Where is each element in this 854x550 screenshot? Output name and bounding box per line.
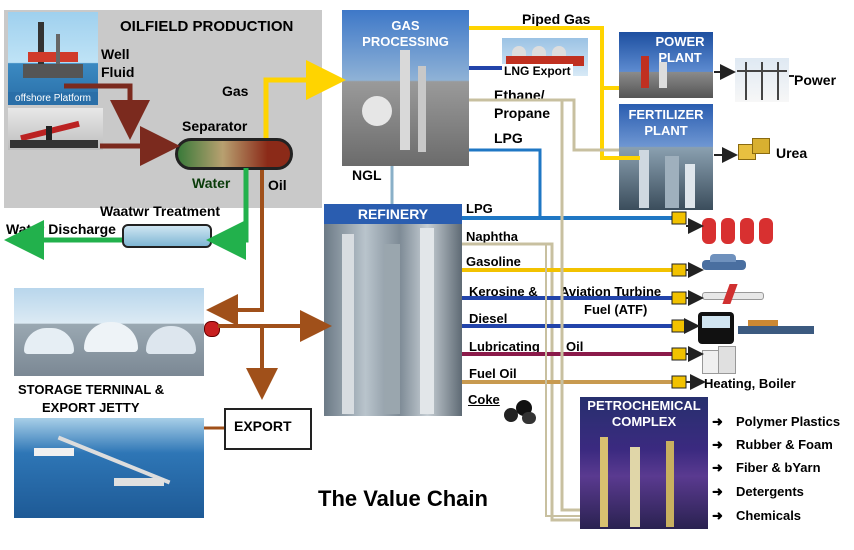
petro-output-arrow: ➜	[712, 460, 723, 475]
product-kerosine-label: Kerosine &	[469, 284, 538, 299]
ethane-label-1: Ethane/	[494, 87, 545, 103]
petro-output-arrow: ➜	[712, 484, 723, 499]
export-label: EXPORT	[234, 418, 292, 434]
power-plant-title-2: PLANT	[658, 50, 702, 65]
power-output-label: Power	[794, 72, 837, 88]
well-fluid-label-1: Well	[101, 46, 130, 62]
separator-vessel	[175, 138, 293, 170]
kerosine-end-box	[671, 291, 687, 305]
gas-processing-image	[342, 10, 469, 166]
gas-label: Gas	[222, 83, 249, 99]
petrochemical-title-1: PETROCHEMICAL	[587, 398, 701, 413]
product-coke-label: Coke	[468, 392, 500, 407]
power-plant-title-1: POWER	[655, 34, 705, 49]
value-chain-caption: The Value Chain	[318, 486, 488, 511]
gas-lpg-label: LPG	[494, 130, 523, 146]
petro-output-arrow: ➜	[712, 437, 723, 452]
power-tower-image	[735, 58, 789, 102]
gas-processing-title-2: PROCESSING	[362, 34, 449, 49]
well-fluid-label-2: Fluid	[101, 64, 135, 80]
product-fuel-oil-label: Fuel Oil	[469, 366, 517, 381]
bus-icon	[698, 312, 734, 344]
gasoline-end-box	[671, 263, 687, 277]
product-diesel-label: Diesel	[469, 311, 508, 326]
petrochemical-image	[580, 397, 708, 529]
export-box	[224, 408, 312, 450]
lube-end-box	[671, 347, 687, 361]
refinery-header	[324, 204, 462, 224]
fertilizer-plant-title-1: FERTILIZER	[628, 107, 704, 122]
petro-output-item: Chemicals	[736, 508, 802, 523]
product-lubricating-label: Lubricating	[469, 339, 540, 354]
ethane-label-2: Propane	[494, 105, 551, 121]
gas-processing-title-1: GAS	[391, 18, 420, 33]
product-gasoline-label: Gasoline	[466, 254, 521, 269]
diesel-end-box	[671, 319, 687, 333]
petrochemical-outputs: ➜ Polymer Plastics ➜ Rubber & Foam ➜ Fib…	[712, 414, 852, 534]
petrochemical-title-2: COMPLEX	[611, 414, 677, 429]
lpg-end-box	[671, 211, 687, 225]
petro-output-item: Detergents	[736, 484, 804, 499]
urea-output-label: Urea	[776, 145, 808, 161]
oil-label: Oil	[268, 177, 287, 193]
petro-output-item: Polymer Plastics	[736, 414, 841, 429]
offshore-platform-label: offshore Platform	[8, 92, 98, 105]
lubricant-cans-icon	[702, 344, 738, 374]
water-discharge-label: Water Discharge	[6, 221, 116, 237]
coke-pile-icon	[502, 392, 538, 426]
car-icon	[702, 254, 748, 272]
refinery-image	[324, 204, 462, 416]
refinery-title: REFINERY	[357, 206, 429, 222]
heating-boiler-label: Heating, Boiler	[704, 376, 796, 391]
petro-output-item: Fiber & bYarn	[736, 460, 821, 475]
fueloil-end-box	[671, 375, 687, 389]
feed-petro-line-1	[560, 100, 580, 512]
gas-cylinders-icon	[702, 214, 778, 244]
product-lpg-label: LPG	[466, 201, 493, 216]
oilfield-title: OILFIELD PRODUCTION	[120, 18, 294, 35]
piped-gas-label: Piped Gas	[522, 11, 591, 27]
product-naphtha-label: Naphtha	[466, 229, 518, 244]
ship-icon	[738, 318, 818, 336]
storage-terminal-image	[14, 288, 204, 376]
water-treatment-tank	[122, 224, 212, 248]
petro-output-arrow: ➜	[712, 508, 723, 523]
water-label: Water	[192, 175, 231, 191]
urea-bags-icon	[738, 134, 772, 160]
storage-label-2: EXPORT JETTY	[42, 400, 140, 415]
product-aviation-label-1: Aviation Turbine	[560, 284, 662, 299]
fertilizer-plant-title-2: PLANT	[644, 123, 688, 138]
water-treatment-label: Waatwr Treatment	[100, 203, 221, 219]
pumpjack-image	[8, 108, 103, 150]
petro-output-item: Rubber & Foam	[736, 437, 833, 452]
ngl-label: NGL	[352, 167, 382, 183]
offshore-platform-image	[8, 12, 98, 104]
product-aviation-label-2: Fuel (ATF)	[584, 302, 648, 317]
export-jetty-image	[14, 418, 204, 518]
lng-export-label: LNG Export	[502, 64, 573, 78]
pump-icon	[204, 321, 220, 337]
product-lube-oil-label: Oil	[566, 339, 584, 354]
petro-output-arrow: ➜	[712, 414, 723, 429]
airplane-icon	[702, 282, 766, 306]
storage-label-1: STORAGE TERNINAL &	[18, 382, 165, 397]
separator-label: Separator	[182, 118, 248, 134]
